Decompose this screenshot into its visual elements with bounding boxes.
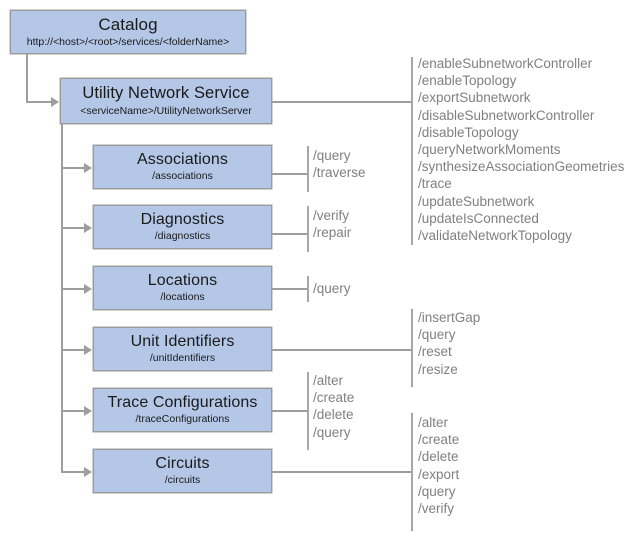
operation-item[interactable]: /trace	[418, 176, 452, 192]
node-locations[interactable]: Locations /locations	[93, 266, 272, 310]
connector-locations-to-operations	[272, 288, 309, 290]
operations-locations: /query	[313, 280, 351, 297]
connector-associations-to-operations	[272, 173, 309, 175]
connector-service-trunk	[61, 124, 63, 472]
node-associations[interactable]: Associations /associations	[93, 145, 272, 189]
node-utility-network-service-title: Utility Network Service	[82, 84, 250, 103]
opbar-unit-identifiers	[411, 309, 413, 387]
operation-item[interactable]: /delete	[418, 449, 459, 465]
connector-branch-trace-configurations	[61, 410, 85, 412]
node-unit-identifiers[interactable]: Unit Identifiers /unitIdentifiers	[93, 327, 272, 371]
arrow-to-associations	[84, 163, 92, 173]
connector-circuits-to-operations	[272, 471, 412, 473]
node-diagnostics-path: /diagnostics	[154, 230, 211, 243]
node-trace-configurations-path: /traceConfigurations	[135, 413, 230, 426]
operation-item[interactable]: /query	[313, 424, 351, 440]
node-catalog-path: http://<host>/<root>/services/<folderNam…	[26, 35, 230, 48]
operation-item[interactable]: /enableTopology	[418, 73, 517, 89]
operation-item[interactable]: /disableSubnetworkController	[418, 107, 595, 123]
opbar-locations	[307, 276, 309, 302]
connector-diagnostics-to-operations	[272, 233, 309, 235]
node-diagnostics[interactable]: Diagnostics /diagnostics	[93, 205, 272, 249]
node-locations-title: Locations	[147, 271, 218, 289]
operations-trace-configurations: /alter /create /delete /query	[313, 372, 354, 441]
arrow-to-unit-identifiers	[84, 345, 92, 355]
node-unit-identifiers-path: /unitIdentifiers	[149, 352, 216, 365]
operation-item[interactable]: /query	[418, 483, 456, 499]
operation-item[interactable]: /create	[313, 390, 355, 406]
node-circuits-path: /circuits	[164, 474, 201, 487]
node-catalog-title: Catalog	[98, 15, 158, 35]
operation-item[interactable]: /updateIsConnected	[418, 210, 539, 226]
arrow-to-trace-configurations	[84, 406, 92, 416]
node-circuits-title: Circuits	[155, 454, 210, 472]
operations-unit-identifiers: /insertGap /query /reset /resize	[418, 309, 480, 378]
operation-item[interactable]: /delete	[313, 407, 354, 423]
operations-diagnostics: /verify /repair	[313, 207, 351, 241]
operation-item[interactable]: /disableTopology	[418, 124, 519, 140]
connector-catalog-right	[26, 101, 52, 103]
node-diagnostics-title: Diagnostics	[140, 210, 225, 228]
operation-item[interactable]: /query	[418, 327, 456, 343]
operation-item[interactable]: /query	[313, 281, 351, 296]
operation-item[interactable]: /create	[418, 432, 460, 448]
arrow-to-circuits	[84, 467, 92, 477]
connector-branch-circuits	[61, 471, 85, 473]
opbar-diagnostics	[307, 206, 309, 252]
arrow-catalog-to-service	[51, 97, 59, 107]
connector-unit-identifiers-to-operations	[272, 349, 412, 351]
node-locations-path: /locations	[160, 291, 205, 304]
operation-item[interactable]: /verify	[313, 208, 350, 223]
connector-branch-locations	[61, 288, 85, 290]
node-unit-identifiers-title: Unit Identifiers	[130, 332, 235, 350]
operation-item[interactable]: /reset	[418, 344, 452, 360]
node-trace-configurations-title: Trace Configurations	[107, 393, 258, 411]
node-associations-path: /associations	[152, 170, 213, 183]
opbar-circuits	[411, 413, 413, 531]
operation-item[interactable]: /traverse	[313, 165, 366, 181]
operation-item[interactable]: /alter	[418, 415, 449, 430]
operation-item[interactable]: /synthesizeAssociationGeometries	[418, 159, 625, 175]
connector-service-to-operations	[272, 101, 412, 103]
node-circuits[interactable]: Circuits /circuits	[93, 449, 272, 493]
connector-branch-unit-identifiers	[61, 349, 85, 351]
connector-catalog-down	[26, 54, 28, 102]
operations-utility-network-service: /enableSubnetworkController /enableTopol…	[418, 55, 624, 244]
operation-item[interactable]: /validateNetworkTopology	[418, 228, 572, 244]
connector-branch-diagnostics	[61, 227, 85, 229]
node-utility-network-service[interactable]: Utility Network Service <serviceName>/Ut…	[60, 78, 272, 124]
operation-item[interactable]: /resize	[418, 361, 458, 377]
opbar-utility-network-service	[411, 57, 413, 245]
operations-circuits: /alter /create /delete /export /query /v…	[418, 414, 459, 517]
operation-item[interactable]: /repair	[313, 225, 352, 241]
operation-item[interactable]: /query	[313, 148, 351, 163]
operation-item[interactable]: /insertGap	[418, 310, 481, 325]
operation-item[interactable]: /queryNetworkMoments	[418, 142, 561, 158]
arrow-to-locations	[84, 284, 92, 294]
node-catalog[interactable]: Catalog http://<host>/<root>/services/<f…	[10, 10, 246, 54]
operation-item[interactable]: /alter	[313, 373, 344, 388]
operations-associations: /query /traverse	[313, 147, 366, 181]
operation-item[interactable]: /export	[418, 466, 460, 482]
connector-trace-configurations-to-operations	[272, 410, 309, 412]
opbar-trace-configurations	[307, 372, 309, 450]
node-associations-title: Associations	[136, 150, 229, 168]
opbar-associations	[307, 146, 309, 192]
node-utility-network-service-path: <serviceName>/UtilityNetworkServer	[80, 104, 252, 117]
operation-item[interactable]: /enableSubnetworkController	[418, 56, 593, 71]
operation-item[interactable]: /verify	[418, 501, 455, 517]
arrow-to-diagnostics	[84, 223, 92, 233]
node-trace-configurations[interactable]: Trace Configurations /traceConfiguration…	[93, 388, 272, 432]
operation-item[interactable]: /exportSubnetwork	[418, 90, 531, 106]
connector-branch-associations	[61, 167, 85, 169]
operation-item[interactable]: /updateSubnetwork	[418, 193, 535, 209]
